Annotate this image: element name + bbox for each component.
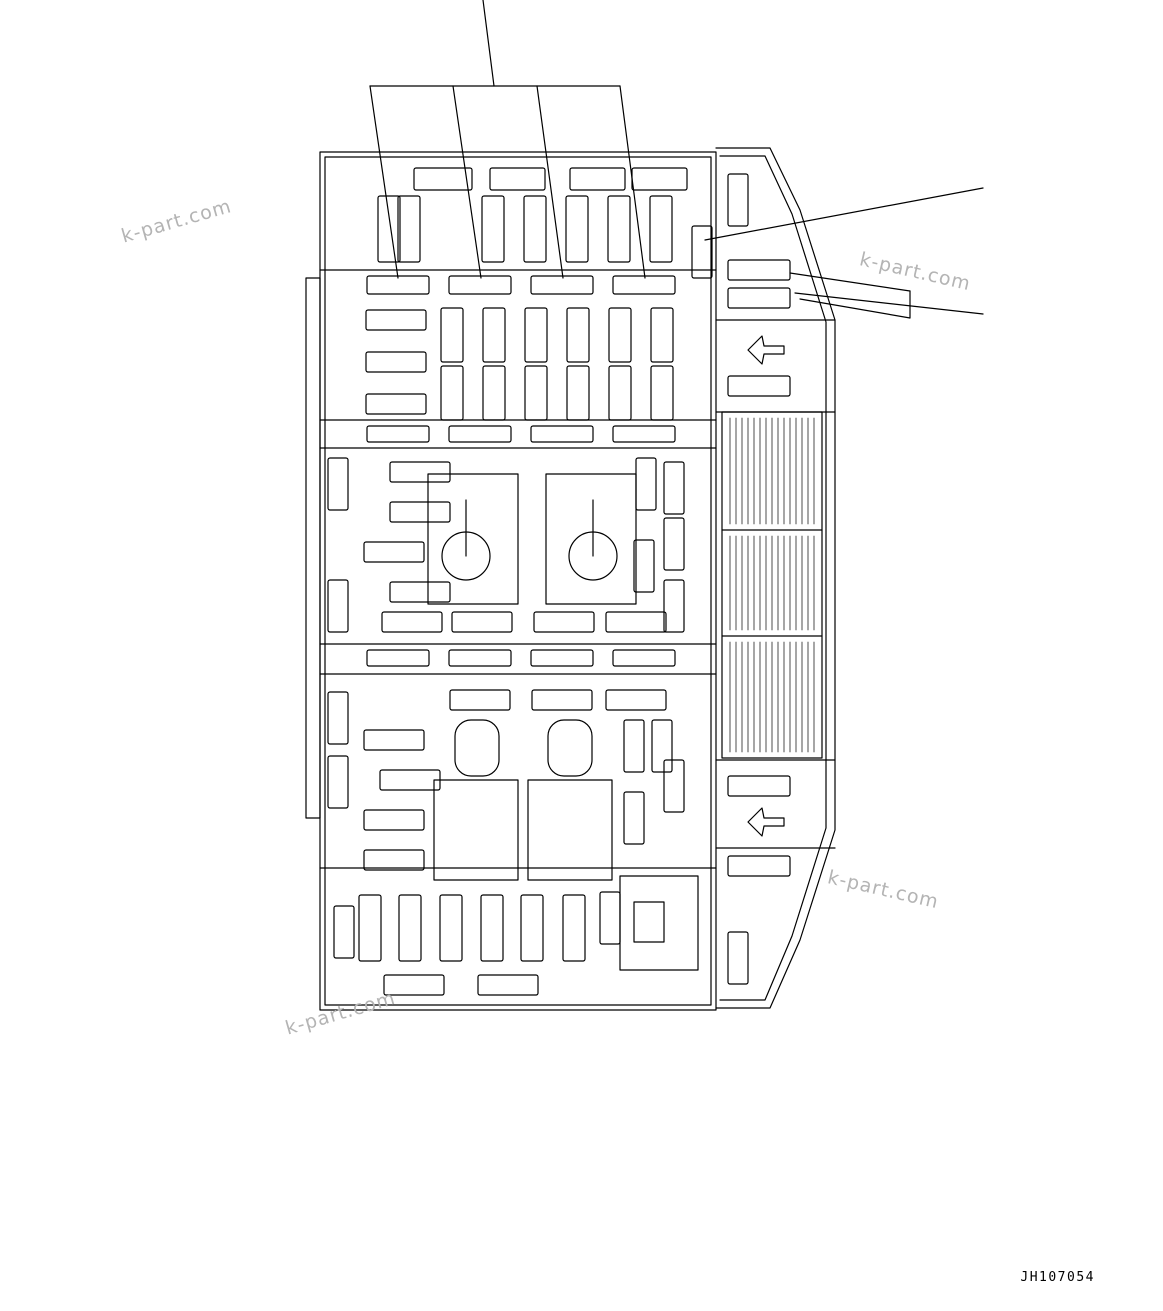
connector-block: [530, 275, 594, 295]
connector-block: [569, 167, 626, 191]
connector-block: [381, 611, 443, 633]
connector-block: [524, 365, 548, 421]
connector-block: [608, 307, 632, 363]
connector-block: [448, 649, 512, 667]
connector-block: [482, 307, 506, 363]
connector-block: [623, 791, 645, 845]
connector-block: [631, 167, 688, 191]
connector-block: [727, 173, 749, 227]
connector-block: [727, 375, 791, 397]
connector-block: [520, 894, 544, 962]
connector-block: [524, 307, 548, 363]
connector-block: [663, 759, 685, 813]
connector-block: [389, 461, 451, 483]
connector-block: [651, 719, 673, 773]
connector-block: [691, 225, 713, 279]
connector-block: [531, 689, 593, 711]
connector-block: [440, 307, 464, 363]
connector-block: [327, 755, 349, 809]
connector-block: [389, 501, 451, 523]
connector-block: [333, 905, 355, 959]
connector-block: [363, 849, 425, 871]
connector-block: [633, 539, 655, 593]
connector-block: [377, 195, 401, 263]
connector-block: [451, 611, 513, 633]
connector-block: [566, 365, 590, 421]
connector-block: [599, 891, 621, 945]
connector-block: [383, 974, 445, 996]
connector-block: [440, 365, 464, 421]
connector-block: [397, 195, 421, 263]
connector-block: [530, 649, 594, 667]
connector-block: [727, 775, 791, 797]
connector-block: [482, 365, 506, 421]
connector-block: [562, 894, 586, 962]
connector-block: [363, 541, 425, 563]
connector-block: [489, 167, 546, 191]
connector-block: [612, 649, 676, 667]
connector-block: [530, 425, 594, 443]
connector-block: [650, 307, 674, 363]
connector-block: [605, 611, 667, 633]
connector-blocks: [327, 167, 791, 996]
connector-block: [533, 611, 595, 633]
connector-block: [635, 457, 657, 511]
connector-block: [449, 689, 511, 711]
connector-block: [327, 457, 349, 511]
connector-block: [448, 275, 512, 295]
connector-block: [650, 365, 674, 421]
connector-block: [608, 365, 632, 421]
connector-block: [565, 195, 589, 263]
connector-block: [366, 649, 430, 667]
connector-block: [358, 894, 382, 962]
connector-block: [366, 425, 430, 443]
connector-block: [649, 195, 673, 263]
ventilation-slats: [729, 417, 815, 753]
connector-block: [327, 691, 349, 745]
connector-block: [480, 894, 504, 962]
connector-block: [623, 719, 645, 773]
connector-block: [612, 425, 676, 443]
connector-block: [727, 931, 749, 985]
connector-block: [663, 461, 685, 515]
connector-block: [448, 425, 512, 443]
connector-block: [398, 894, 422, 962]
connector-block: [366, 275, 430, 295]
connector-block: [727, 259, 791, 281]
connector-block: [379, 769, 441, 791]
connector-block: [663, 517, 685, 571]
connector-block: [612, 275, 676, 295]
connector-block: [327, 579, 349, 633]
connector-block: [727, 287, 791, 309]
connector-block: [365, 351, 427, 373]
connector-block: [413, 167, 473, 191]
connector-block: [605, 689, 667, 711]
connector-block: [663, 579, 685, 633]
connector-block: [523, 195, 547, 263]
cabinet-outline: [305, 147, 836, 1011]
connector-block: [389, 581, 451, 603]
figure-code: JH107054: [1020, 1270, 1095, 1285]
connector-block: [727, 855, 791, 877]
connector-block: [566, 307, 590, 363]
connector-block: [481, 195, 505, 263]
connector-block: [363, 809, 425, 831]
connector-block: [439, 894, 463, 962]
connector-block: [477, 974, 539, 996]
connector-block: [363, 729, 425, 751]
connector-block: [365, 309, 427, 331]
connector-block: [607, 195, 631, 263]
connector-block: [365, 393, 427, 415]
